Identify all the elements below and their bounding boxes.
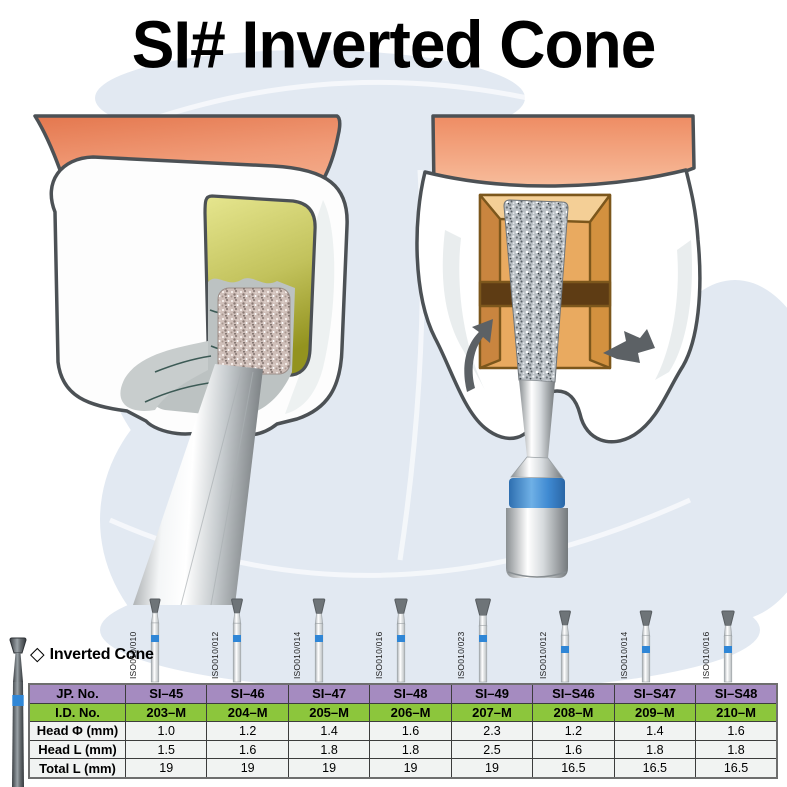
spec-cell: 16.5 — [613, 758, 697, 779]
spec-cell: 19 — [206, 758, 289, 779]
product-strip: ISO010/010 ISO010/012 ISO010/014 ISO010/016… — [0, 595, 787, 683]
illustration-box-prep — [415, 114, 702, 578]
spec-cell: SI–S48 — [695, 683, 778, 704]
row-label: Head Φ (mm) — [28, 721, 126, 741]
spec-cell: 16.5 — [695, 758, 778, 779]
product-bur-4: ISO010/016 — [370, 595, 434, 683]
spec-cell: 207–M — [450, 702, 534, 723]
row-label: Head L (mm) — [28, 739, 126, 760]
spec-cell: SI–48 — [369, 683, 452, 704]
product-bur-1: ISO010/010 — [124, 595, 188, 683]
product-bur-8: ISO010/016 — [697, 595, 761, 683]
bur-graphic — [640, 610, 653, 683]
bur-graphic — [231, 598, 244, 683]
spec-cell: 1.4 — [613, 721, 697, 741]
diamond-outline-icon: ◇ — [30, 644, 45, 665]
product-bur-2: ISO010/012 — [206, 595, 270, 683]
spec-cell: 209–M — [613, 702, 697, 723]
bur-graphic — [474, 598, 491, 683]
iso-number-label: ISO010/023 — [455, 631, 466, 679]
iso-number-label: ISO010/016 — [701, 631, 712, 679]
bur-graphic — [149, 598, 161, 683]
spec-cell: 1.6 — [695, 721, 778, 741]
iso-number-label: ISO010/012 — [537, 631, 548, 679]
bur-graphic — [312, 598, 326, 683]
inverted-cone-bur-icon — [9, 637, 27, 787]
row-label: Total L (mm) — [28, 758, 126, 779]
spec-cell: 1.6 — [369, 721, 452, 741]
shape-legend: ◇ Inverted Cone — [30, 645, 154, 664]
color-band — [509, 478, 565, 508]
spec-cell: 1.0 — [124, 721, 208, 741]
spec-cell: 1.2 — [206, 721, 289, 741]
spec-cell: 1.6 — [532, 739, 615, 760]
diamond-bur-head — [218, 288, 290, 374]
iso-number-label: ISO010/016 — [373, 631, 384, 679]
spec-cell: 19 — [124, 758, 208, 779]
bur-graphic — [721, 610, 735, 683]
iso-number-label: ISO010/010 — [128, 631, 139, 679]
iso-number-label: ISO010/014 — [292, 631, 303, 679]
spec-cell: 19 — [287, 758, 371, 779]
spec-cell: SI–47 — [287, 683, 371, 704]
bur-graphic — [558, 610, 571, 683]
spec-cell: 2.5 — [450, 739, 534, 760]
spec-cell: 1.5 — [124, 739, 208, 760]
spec-cell: 2.3 — [450, 721, 534, 741]
product-bur-3: ISO010/014 — [288, 595, 352, 683]
product-bur-6: ISO010/012 — [534, 595, 598, 683]
spec-cell: 1.8 — [287, 739, 371, 760]
spec-cell: SI–49 — [450, 683, 534, 704]
bur-shank — [506, 508, 568, 578]
row-label: JP. No. — [28, 683, 126, 704]
spec-cell: 206–M — [369, 702, 452, 723]
spec-cell: 1.4 — [287, 721, 371, 741]
spec-cell: 1.2 — [532, 721, 615, 741]
spec-cell: 204–M — [206, 702, 289, 723]
product-bur-5: ISO010/023 — [452, 595, 516, 683]
page-title: SI# Inverted Cone — [131, 7, 657, 82]
direction-arrows — [464, 319, 655, 392]
spec-cell: SI–S46 — [532, 683, 615, 704]
spec-cell: 1.8 — [695, 739, 778, 760]
spec-cell: 1.8 — [369, 739, 452, 760]
spec-cell: 19 — [450, 758, 534, 779]
spec-cell: 1.6 — [206, 739, 289, 760]
shape-legend-label: Inverted Cone — [49, 645, 154, 663]
row-label: I.D. No. — [28, 702, 126, 723]
spec-cell: SI–45 — [124, 683, 208, 704]
spec-cell: SI–46 — [206, 683, 289, 704]
spec-cell: 19 — [369, 758, 452, 779]
bur-graphic — [394, 598, 408, 683]
spec-cell: 208–M — [532, 702, 615, 723]
spec-cell: 205–M — [287, 702, 371, 723]
spec-cell: SI–S47 — [613, 683, 697, 704]
spec-cell: 210–M — [695, 702, 778, 723]
bur-shank — [133, 364, 263, 605]
bur-neck — [519, 380, 555, 458]
product-bur-7: ISO010/014 — [615, 595, 679, 683]
illustration-cavity-prep — [33, 114, 349, 605]
spec-cell: 16.5 — [532, 758, 615, 779]
spec-cell: 1.8 — [613, 739, 697, 760]
iso-number-label: ISO010/014 — [619, 631, 630, 679]
iso-number-label: ISO010/012 — [210, 631, 221, 679]
spec-cell: 203–M — [124, 702, 208, 723]
